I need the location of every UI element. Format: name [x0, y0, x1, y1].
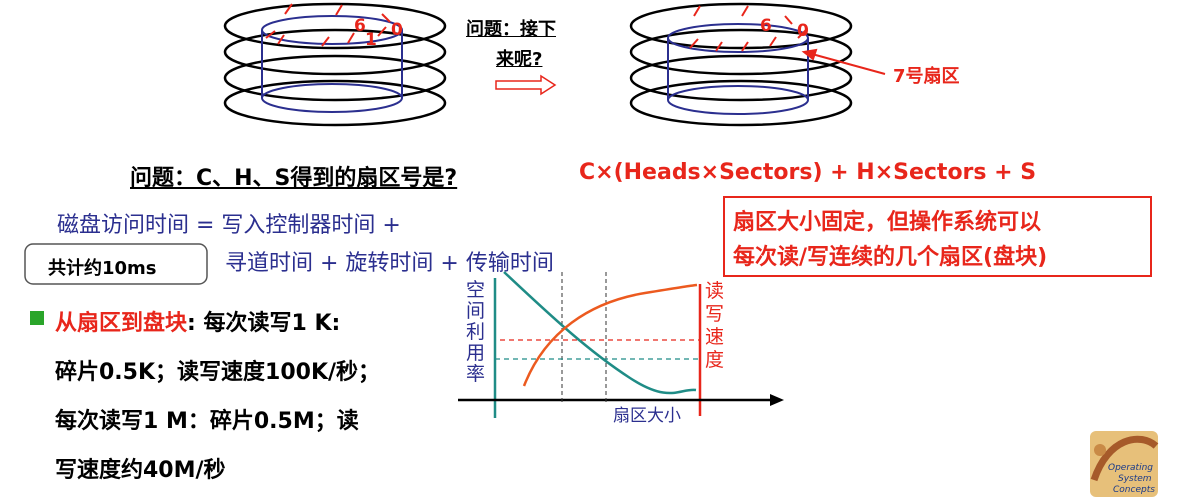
space-utilization-curve: [503, 271, 697, 395]
access-time-line2: 寻道时间 + 旋转时间 + 传输时间: [225, 251, 554, 276]
total-time-box: [24, 243, 208, 285]
disk-stack-left: [223, 2, 447, 127]
chs-question: 问题：C、H、S得到的扇区号是?: [130, 166, 458, 191]
left-sector-label-0: 0: [391, 20, 403, 40]
bullet-square: [30, 311, 44, 325]
question-next-line2: 来呢?: [496, 49, 543, 70]
right-sector-label-0: 0: [797, 21, 809, 41]
cylinder-left: [261, 15, 403, 113]
logo-text-line1: Operating: [1108, 463, 1153, 473]
sector-to-block-line3: 每次读写1 M：碎片0.5M；读: [55, 409, 359, 434]
right-sector-label-6: 6: [760, 16, 772, 36]
chs-formula: C×(Heads×Sectors) + H×Sectors + S: [579, 160, 1037, 185]
total-time-label: 共计约10ms: [48, 258, 157, 279]
sector-ticks-left: [265, 3, 391, 47]
cylinder-right: [667, 23, 809, 115]
tradeoff-plot: [458, 271, 784, 418]
note-box-line2: 每次读/写连续的几个扇区(盘块): [733, 245, 1048, 270]
sector-to-block-line2: 碎片0.5K；读写速度100K/秒；: [55, 360, 381, 385]
rw-speed-label: 读写速度: [705, 280, 725, 371]
note-box-line1: 扇区大小固定，但操作系统可以: [733, 210, 1042, 235]
logo-text-line3: Concepts: [1113, 485, 1155, 495]
sector-size-axis-label: 扇区大小: [613, 406, 681, 426]
os-logo: [1090, 431, 1159, 497]
note-box-frame: [723, 196, 1152, 277]
sector-callout-arrow: [801, 48, 886, 75]
logo-text-line2: System: [1118, 474, 1152, 484]
sector-to-block-line4: 写速度约40M/秒: [55, 458, 226, 483]
sector-7-callout: 7号扇区: [893, 66, 960, 87]
question-next-line1: 问题：接下: [466, 19, 556, 40]
hollow-arrow: [495, 74, 557, 96]
access-time-line1: 磁盘访问时间 = 写入控制器时间 +: [57, 213, 401, 238]
sector-to-block-label: 从扇区到盘块: [55, 311, 188, 336]
left-sector-label-6: 6: [354, 16, 366, 36]
rw-speed-curve: [522, 283, 698, 387]
left-sector-label-1: 1: [365, 30, 377, 50]
sector-to-block-line1: 从扇区到盘块: 每次读写1 K:: [55, 305, 340, 337]
space-utilization-label: 空间利用率: [466, 279, 486, 385]
disk-stack-right: [629, 2, 853, 127]
sector-ticks-right: [689, 5, 807, 52]
sector-to-block-line1-rest: : 每次读写1 K:: [187, 311, 341, 336]
plot-x-axis-arrowhead: [770, 394, 784, 406]
